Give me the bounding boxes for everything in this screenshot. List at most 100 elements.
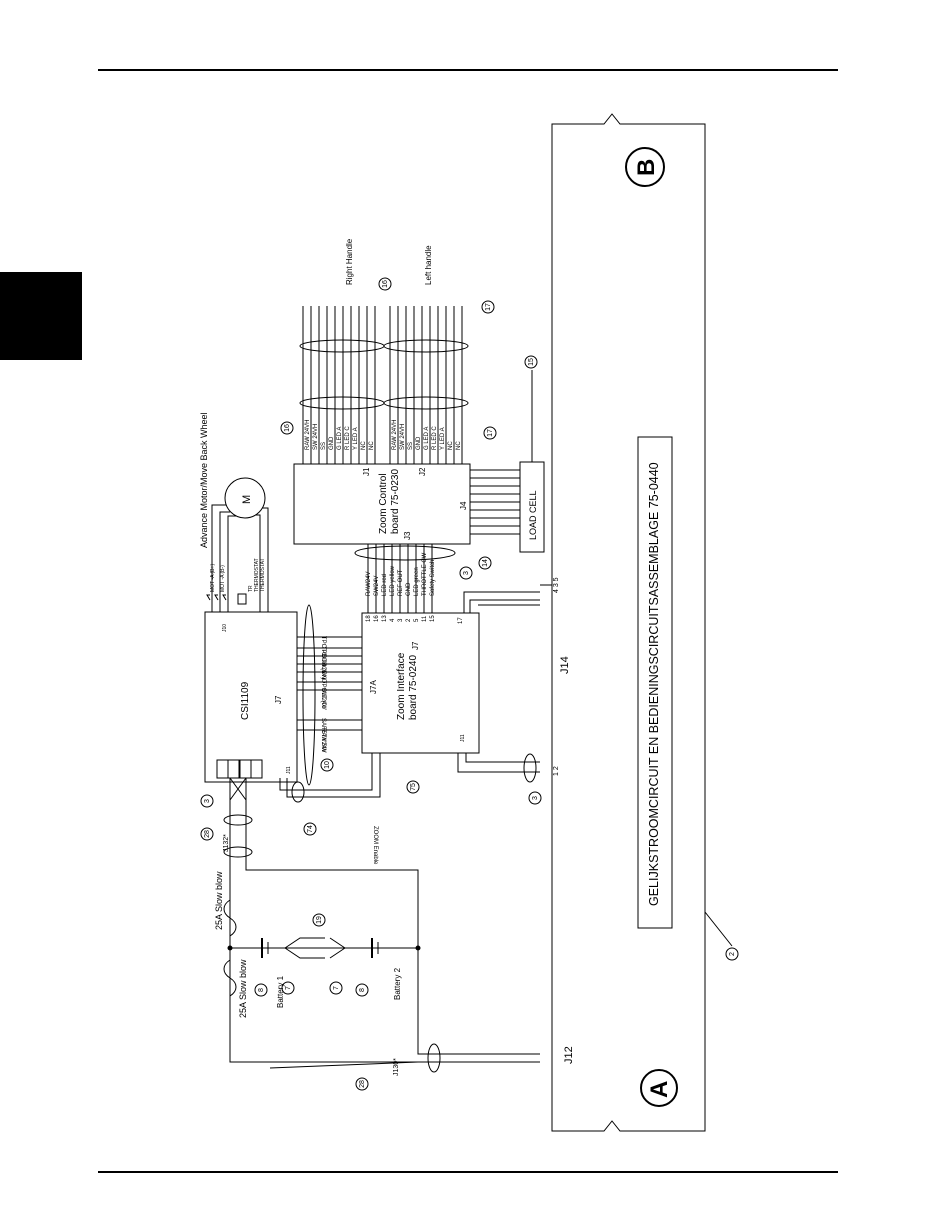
callout-number: 17 bbox=[487, 429, 494, 437]
frame-outline bbox=[551, 113, 706, 1132]
j7-pin: 16 bbox=[374, 615, 380, 622]
csi-signal: TPOTC bbox=[320, 636, 326, 657]
csi-name: CSI1109 bbox=[240, 681, 251, 720]
j2-signal: Y LED A bbox=[440, 427, 446, 450]
j12-label: J12 bbox=[563, 1046, 575, 1064]
motor-wire-5: THERMOSTAT bbox=[260, 558, 266, 592]
diagram-title: GELIJKSTROOMCIRCUIT EN BEDIENINGSCIRCUIT… bbox=[647, 462, 661, 906]
control-board bbox=[293, 463, 471, 545]
motor-symbol: M bbox=[241, 495, 253, 504]
j14-label: J14 bbox=[559, 656, 571, 674]
csi-signal: SAFETY SW bbox=[320, 718, 326, 753]
callout-number: 3 bbox=[532, 796, 539, 800]
j2-signal: SW 24VH bbox=[400, 424, 406, 450]
battery-1-label: Battery 1 bbox=[276, 975, 285, 1008]
callout-number: 75 bbox=[410, 783, 417, 791]
top-rule bbox=[98, 69, 838, 71]
fuse-top bbox=[223, 899, 237, 937]
csi-interface-wires bbox=[297, 636, 362, 731]
j3-signal: LED red bbox=[382, 574, 388, 596]
pin-17: 17 bbox=[458, 617, 464, 624]
marker-b: B bbox=[633, 159, 660, 176]
j3-signal: LED green bbox=[414, 567, 420, 596]
j1-signal: SS bbox=[321, 442, 327, 450]
j7-pin: 2 bbox=[406, 618, 412, 622]
interface-control-wires bbox=[367, 544, 433, 613]
control-j1: J1 bbox=[362, 467, 371, 476]
j7-pin: 11 bbox=[422, 615, 428, 622]
motor-wire-1: MOT -A (B+) bbox=[210, 564, 216, 592]
fuse-bottom bbox=[223, 959, 237, 997]
j2-signal: GND bbox=[416, 436, 422, 450]
callout-number: 15 bbox=[528, 358, 535, 366]
right-handle-label: Right Handle bbox=[345, 238, 354, 285]
interface-board bbox=[361, 612, 480, 754]
motor-wire-3: TR bbox=[248, 585, 254, 592]
j132-label: J132* bbox=[223, 834, 230, 852]
marker-a-circle bbox=[640, 1069, 678, 1107]
callout-number: 17 bbox=[485, 303, 492, 311]
interface-j7a: J7A bbox=[369, 680, 378, 694]
control-j3: J3 bbox=[403, 531, 412, 540]
interface-j7: J7 bbox=[411, 641, 420, 650]
motor-circle bbox=[224, 477, 266, 519]
csi-signal: SDA bbox=[320, 654, 326, 666]
callout-number: 8 bbox=[258, 988, 265, 992]
j3-signal: SW24V bbox=[374, 576, 380, 596]
motor-wire-4: THERMOSTAT bbox=[254, 558, 260, 592]
csi-signal: RAW24V bbox=[320, 728, 326, 752]
j7-pin: 13 bbox=[382, 615, 388, 622]
callout-number: 28 bbox=[359, 1080, 366, 1088]
callout-number: 2 bbox=[729, 952, 736, 956]
callout-number: 28 bbox=[204, 830, 211, 838]
j14-lower-pins: 1 2 bbox=[553, 766, 560, 776]
j1-signal: NC bbox=[361, 441, 367, 450]
csi-board bbox=[204, 611, 298, 783]
callout-number: 19 bbox=[316, 916, 323, 924]
handle-wires bbox=[302, 306, 463, 464]
marker-b-circle bbox=[625, 147, 665, 187]
j1-signal: SW 24VH bbox=[313, 424, 319, 450]
callout-number: 7 bbox=[285, 986, 292, 990]
j7-pin: 3 bbox=[398, 618, 404, 622]
j2-signal: R LED C bbox=[432, 426, 438, 450]
j7-pin: 15 bbox=[430, 615, 436, 622]
j3-signal: RAW24V bbox=[366, 572, 372, 596]
callout-number: 74 bbox=[307, 825, 314, 833]
j14-pins: 4 3 5 bbox=[553, 577, 560, 593]
fuse-bottom-label: 25A Slow blow bbox=[238, 959, 248, 1018]
title-box bbox=[637, 436, 673, 929]
csi-signal: TPOTH (5V) bbox=[320, 646, 326, 679]
interface-name: Zoom Interface bbox=[396, 652, 407, 720]
csi-signal: GND bbox=[320, 670, 326, 684]
j1-signal: NC bbox=[369, 441, 375, 450]
load-cell-label: LOAD CELL bbox=[528, 490, 538, 540]
j1-signal: Y LED A bbox=[353, 427, 359, 450]
motor-label: Advance Motor/Move Back Wheel bbox=[199, 412, 209, 548]
j7-pin: 18 bbox=[366, 615, 372, 622]
load-cell-wires bbox=[470, 469, 520, 535]
j3-signal: GND bbox=[406, 582, 412, 596]
j7-pin: 4 bbox=[390, 618, 396, 622]
j2-signal: SS bbox=[408, 442, 414, 450]
left-handle-label: Left handle bbox=[424, 245, 433, 285]
callout-number: 8 bbox=[359, 988, 366, 992]
control-board-no: board 75-0230 bbox=[390, 469, 401, 534]
callout-number: 14 bbox=[482, 559, 489, 567]
csi-signal: TPOLT (0V bbox=[320, 680, 326, 710]
motor-wire-2: MOT -A (B-) bbox=[220, 565, 226, 592]
csi-signal: SCL bbox=[320, 662, 326, 674]
zoom-enable-label: ZOOM Enable bbox=[372, 826, 378, 865]
j2-signal: RAW 24VH bbox=[392, 420, 398, 450]
callout-number: 3 bbox=[463, 571, 470, 575]
callout-number: 16 bbox=[284, 424, 291, 432]
marker-a: A bbox=[646, 1081, 673, 1098]
csi-j10: J10 bbox=[222, 624, 228, 632]
j1-signal: R LED C bbox=[345, 426, 351, 450]
j3-signal: Safety Switch bbox=[430, 560, 436, 596]
csi-j7: J7 bbox=[274, 695, 283, 704]
j1-signal: GND bbox=[329, 436, 335, 450]
j3-signal: REF OUT bbox=[398, 569, 404, 596]
j130-label: J130* bbox=[393, 1058, 400, 1076]
